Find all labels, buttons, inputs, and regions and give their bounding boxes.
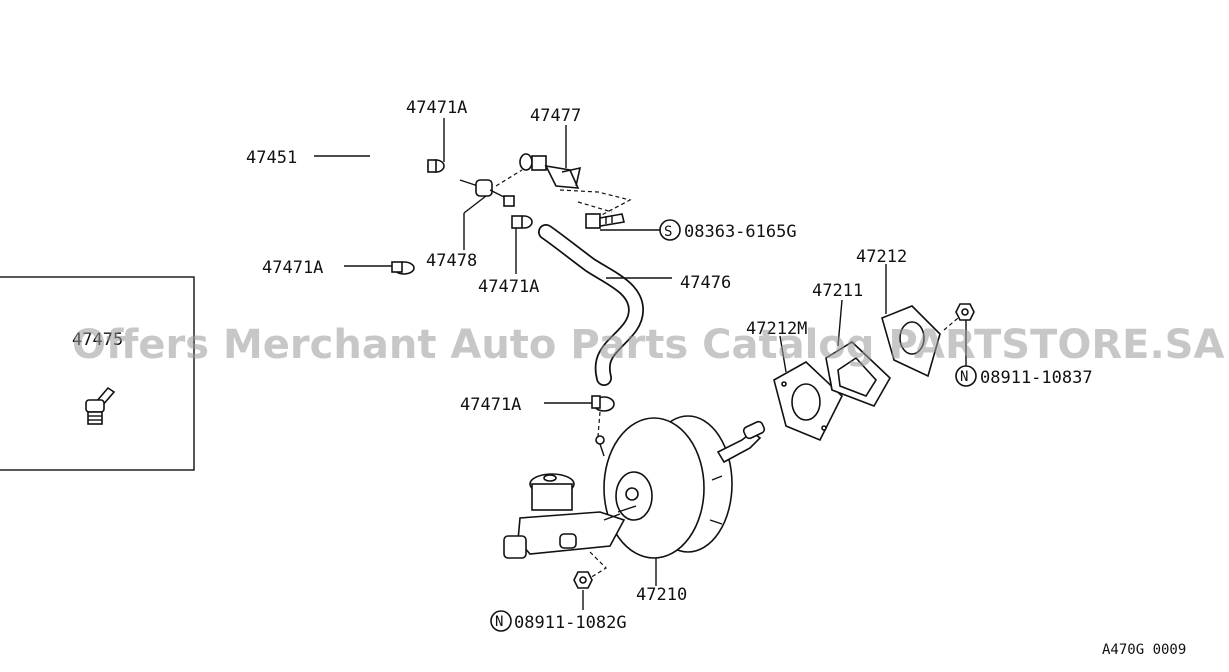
label-47451[interactable]: 47451 (246, 148, 297, 168)
label-47478[interactable]: 47478 (426, 251, 477, 271)
bracket-icon (519, 153, 582, 189)
gasket-outer-icon (881, 305, 941, 378)
label-47212[interactable]: 47212 (856, 247, 907, 267)
check-valve-icon (459, 179, 515, 207)
label-08911-1082G[interactable]: 08911-1082G (514, 613, 627, 633)
nut-bottom-symbol-icon (490, 610, 512, 632)
bolt-symbol-icon (659, 219, 681, 241)
clamp-left-icon (391, 261, 415, 275)
label-08363-6165G[interactable]: 08363-6165G (684, 222, 797, 242)
upper-hose-icon (365, 138, 445, 273)
clamp-bottom-icon (591, 395, 615, 412)
label-08911-10837[interactable]: 08911-10837 (980, 368, 1093, 388)
label-47475[interactable]: 47475 (72, 330, 123, 350)
inset-box: 47475 (0, 276, 195, 471)
gasket-m-icon (773, 361, 843, 442)
label-47211[interactable]: 47211 (812, 281, 863, 301)
clamp-mid-icon (511, 215, 533, 229)
label-47471A-mid[interactable]: 47471A (478, 277, 539, 297)
label-47471A-bottom[interactable]: 47471A (460, 395, 521, 415)
nut-right-symbol-icon (955, 365, 977, 387)
master-cylinder-icon (503, 473, 637, 559)
label-47210[interactable]: 47210 (636, 585, 687, 605)
nut-bottom-symbol: N (495, 614, 503, 630)
bolt-symbol: S (664, 224, 672, 240)
nut-right-symbol: N (960, 369, 968, 385)
label-47471A-left[interactable]: 47471A (262, 258, 323, 278)
clamp-top-icon (427, 159, 445, 173)
nut-right-icon (955, 303, 975, 321)
label-47477[interactable]: 47477 (530, 106, 581, 126)
inset-fitting-icon (85, 386, 116, 425)
label-47212M[interactable]: 47212M (746, 319, 807, 339)
watermark: Offers Merchant Auto Parts Catalog PARTS… (72, 322, 1224, 368)
label-47476[interactable]: 47476 (680, 273, 731, 293)
label-47471A-top[interactable]: 47471A (406, 98, 467, 118)
diagram-code: A470G 0009 (1102, 642, 1186, 658)
brake-booster-icon (595, 415, 766, 559)
spacer-icon (825, 340, 892, 407)
nut-bottom-icon (573, 571, 593, 589)
lower-hose-icon (538, 224, 645, 386)
bolt-icon (585, 213, 625, 229)
